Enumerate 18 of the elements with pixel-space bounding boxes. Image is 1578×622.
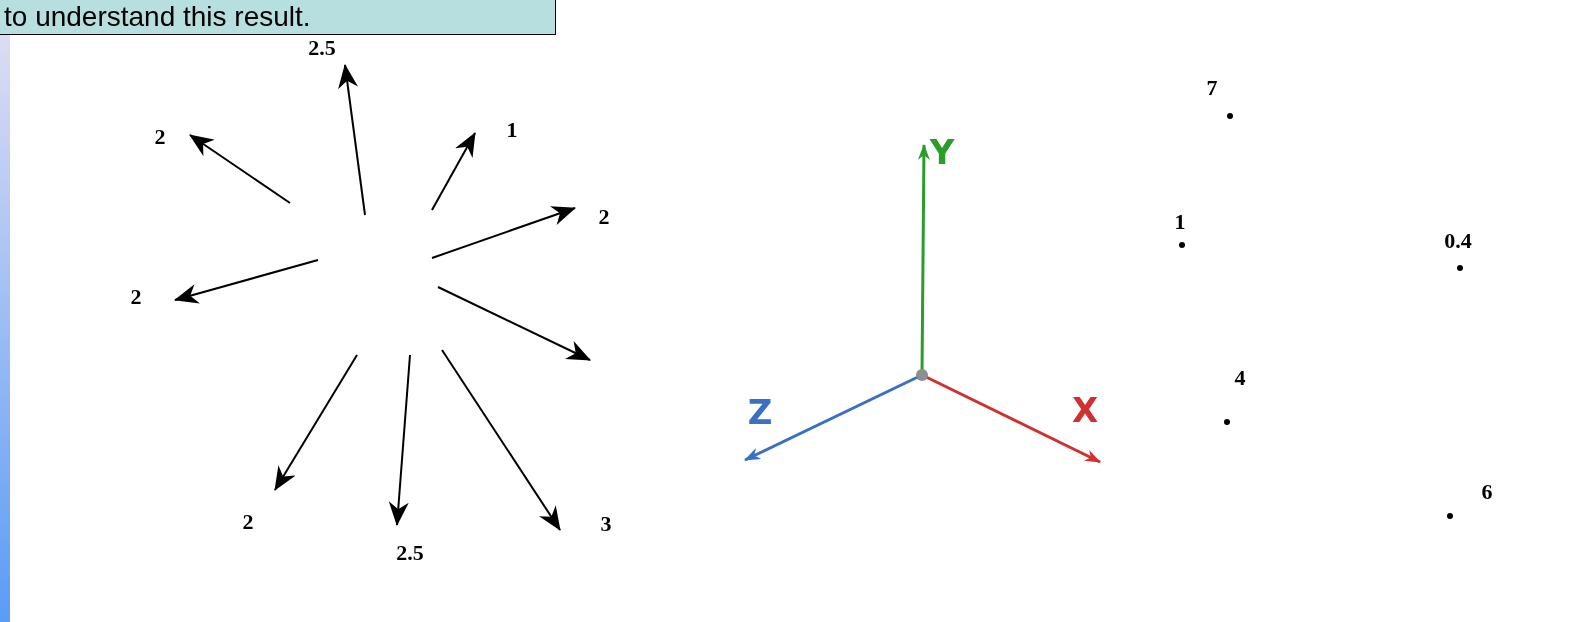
axis-label: Y — [929, 135, 955, 169]
value-label: 1 — [506, 119, 518, 141]
value-label: 4 — [1234, 367, 1246, 389]
value-label: 0.4 — [1444, 230, 1472, 252]
value-label: 3 — [600, 513, 612, 535]
axis-label: Z — [747, 395, 773, 429]
value-label: 2.5 — [308, 37, 336, 59]
axis-label: X — [1071, 393, 1099, 427]
banner-text: to understand this result. — [4, 0, 311, 33]
value-label: 2 — [242, 511, 254, 533]
value-label: 2 — [130, 286, 142, 308]
value-label: 2 — [154, 126, 166, 148]
value-label: 6 — [1481, 481, 1493, 503]
value-label: 2 — [598, 206, 610, 228]
value-label: 1 — [1174, 211, 1186, 233]
banner-box — [0, 0, 556, 35]
value-label: 2.5 — [396, 542, 424, 564]
value-label: 7 — [1206, 77, 1218, 99]
